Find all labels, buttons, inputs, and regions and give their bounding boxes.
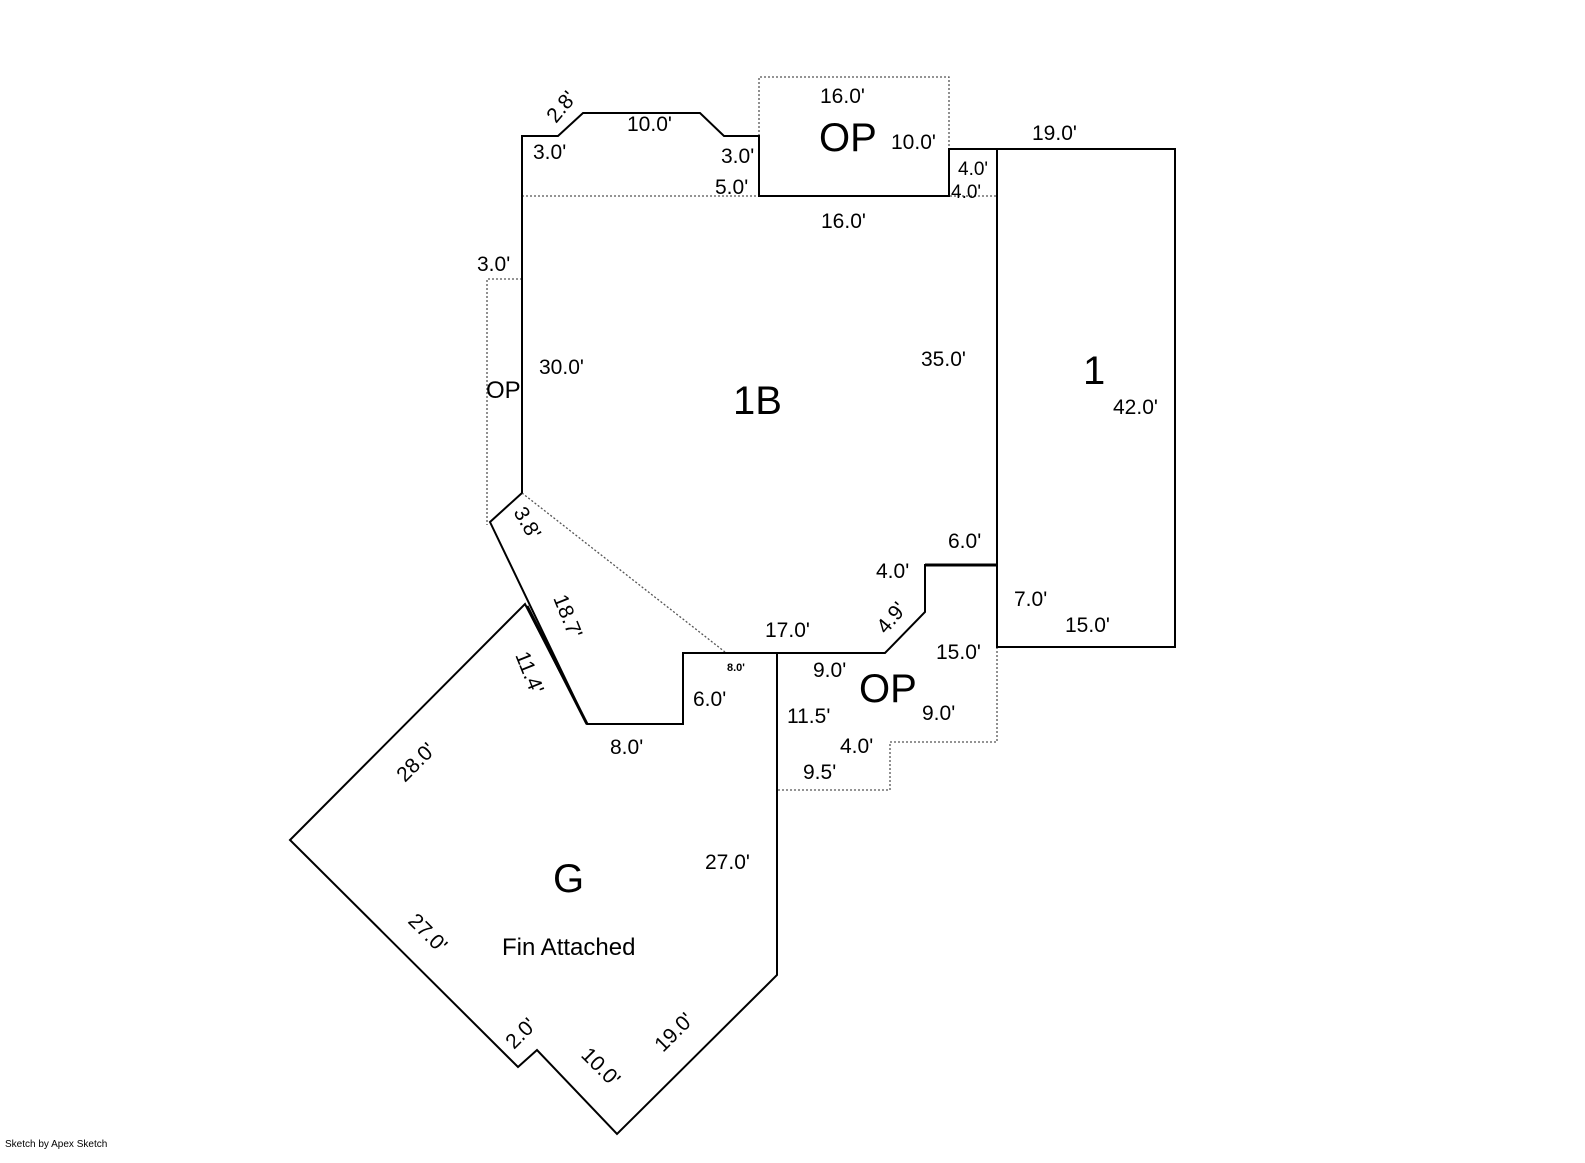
dim: 42.0'	[1113, 396, 1158, 419]
dim: 17.0'	[765, 619, 810, 642]
dim: 11.4'	[510, 648, 548, 697]
dim: 4.0'	[840, 735, 873, 758]
area-label-g: G	[553, 857, 584, 901]
dim: 9.0'	[813, 659, 846, 682]
dim: 10.0'	[891, 131, 936, 154]
dim: 16.0'	[820, 85, 865, 108]
area-label-op-top: OP	[819, 116, 877, 160]
porch-bottom-outline	[777, 647, 998, 791]
dim: 4.0'	[951, 182, 981, 203]
dim: 10.0'	[576, 1043, 624, 1091]
area-label-op-left: OP	[486, 377, 521, 404]
porch-top-outline	[758, 76, 950, 149]
dim: 5.0'	[715, 176, 748, 199]
unit-1-outline	[996, 148, 1176, 648]
sketch-credit: Sketch by Apex Sketch	[5, 1139, 108, 1150]
dim: 11.5'	[787, 705, 830, 728]
dim: 16.0'	[821, 210, 866, 233]
dim: 2.0'	[501, 1014, 541, 1054]
dim: 3.0'	[533, 141, 566, 164]
area-label-1: 1	[1083, 349, 1105, 393]
dim: 3.0'	[477, 253, 510, 276]
dim: 15.0'	[1065, 614, 1110, 637]
area-label-1b: 1B	[733, 379, 782, 423]
dim: 3.0'	[721, 145, 754, 168]
dim: 27.0'	[705, 851, 750, 874]
dim: 3.8'	[509, 503, 546, 543]
dim: 27.0'	[403, 909, 451, 957]
garage-outline	[288, 602, 778, 1136]
dim: 8.0'	[727, 662, 745, 674]
main-outline	[488, 112, 998, 725]
dim: 6.0'	[948, 530, 981, 553]
dim: 30.0'	[539, 356, 584, 379]
dim: 4.0'	[958, 159, 988, 180]
dim: 15.0'	[936, 641, 981, 664]
dim: 10.0'	[627, 113, 672, 136]
dim: 28.0'	[392, 739, 440, 787]
dim: 9.5'	[803, 761, 836, 784]
dim: 19.0'	[1032, 122, 1077, 145]
dim: 6.0'	[693, 688, 726, 711]
dim: 9.0'	[922, 702, 955, 725]
dim: 19.0'	[650, 1009, 698, 1057]
area-label-op-bottom: OP	[859, 667, 917, 711]
dim: 4.0'	[876, 560, 909, 583]
dim: 8.0'	[610, 736, 643, 759]
dim: 35.0'	[921, 348, 966, 371]
garage-description: Fin Attached	[502, 934, 635, 961]
dim: 7.0'	[1014, 588, 1047, 611]
shared-wall	[525, 605, 589, 725]
diagonal-divider	[521, 492, 726, 653]
dim: 18.7'	[548, 591, 586, 641]
